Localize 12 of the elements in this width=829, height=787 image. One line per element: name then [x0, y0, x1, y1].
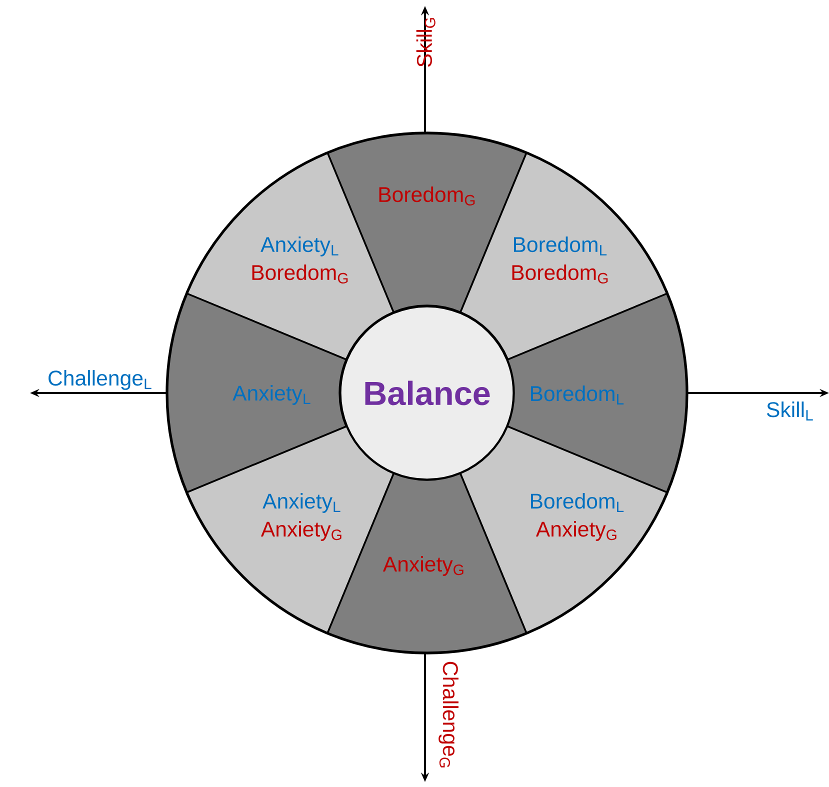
- sector: Anxiety$_{L}$ Boredom$_{G}$: [252, 236, 348, 284]
- sector: Boredom$_{L}$: [531, 386, 624, 404]
- sector: Anxiety$_{L}$ Anxiety$_{G}$: [260, 493, 342, 541]
- sector: Boredom$_{L}$ Anxiety$_{G}$: [531, 493, 624, 541]
- axis-label: Challenge$_{G}$: [438, 662, 458, 768]
- sector: Boredom$_{L}$ Boredom$_{G}$: [512, 236, 608, 284]
- axis-label: Skill$_{G}$: [416, 18, 436, 67]
- sector: Anxiety$_{G}$: [382, 556, 464, 576]
- axis-label: Challenge$_{L}$: [48, 370, 152, 390]
- sector: Anxiety$_{L}$: [232, 385, 310, 405]
- sector: Boredom$_{G}$: [379, 186, 475, 206]
- axis-label: Skill$_{L}$: [766, 402, 813, 420]
